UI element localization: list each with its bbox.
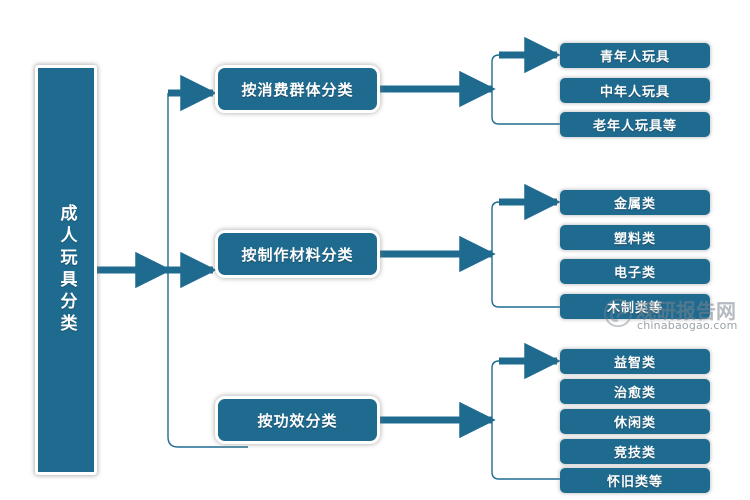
root-node[interactable]: 成人玩具分类 bbox=[35, 65, 97, 475]
leaf-node-2-2-label: 塑料类 bbox=[613, 232, 656, 247]
leaf-node-3-4-label: 竞技类 bbox=[613, 446, 656, 461]
leaf-node-2-3-label: 电子类 bbox=[613, 266, 656, 281]
leaf-node-1-3[interactable]: 老年人玩具等 bbox=[560, 112, 710, 137]
leaf-node-3-2-label: 治愈类 bbox=[613, 386, 656, 401]
leaf-node-2-1-label: 金属类 bbox=[613, 197, 656, 212]
branch-node-3[interactable]: 按功效分类 bbox=[215, 396, 380, 444]
leaf-node-3-5-label: 怀旧类等 bbox=[606, 475, 663, 490]
leaf-node-2-4-label: 木制类等 bbox=[606, 301, 663, 316]
connector-branch-2-spine bbox=[491, 201, 560, 308]
branch-node-2[interactable]: 按制作材料分类 bbox=[215, 230, 380, 278]
leaf-node-1-2[interactable]: 中年人玩具 bbox=[560, 78, 710, 103]
connector-level1-spine bbox=[167, 93, 248, 448]
branch-node-1[interactable]: 按消费群体分类 bbox=[215, 65, 380, 113]
leaf-node-3-1[interactable]: 益智类 bbox=[560, 349, 710, 374]
leaf-node-2-3[interactable]: 电子类 bbox=[560, 259, 710, 284]
leaf-node-2-4[interactable]: 木制类等 bbox=[560, 294, 710, 319]
leaf-node-3-1-label: 益智类 bbox=[613, 356, 656, 371]
leaf-node-3-3-label: 休闲类 bbox=[613, 416, 656, 431]
leaf-node-2-1[interactable]: 金属类 bbox=[560, 190, 710, 215]
branch-node-1-label: 按消费群体分类 bbox=[241, 80, 354, 99]
leaf-node-3-2[interactable]: 治愈类 bbox=[560, 379, 710, 404]
leaf-node-3-4[interactable]: 竞技类 bbox=[560, 439, 710, 464]
branch-node-2-label: 按制作材料分类 bbox=[241, 245, 354, 264]
leaf-node-1-1[interactable]: 青年人玩具 bbox=[560, 43, 710, 68]
leaf-node-1-1-label: 青年人玩具 bbox=[599, 50, 670, 65]
leaf-node-2-2[interactable]: 塑料类 bbox=[560, 225, 710, 250]
leaf-node-3-5[interactable]: 怀旧类等 bbox=[560, 468, 710, 493]
leaf-node-1-2-label: 中年人玩具 bbox=[599, 85, 670, 100]
connector-branch-3-spine bbox=[491, 360, 560, 480]
branch-node-3-label: 按功效分类 bbox=[257, 411, 338, 430]
root-node-label: 成人玩具分类 bbox=[56, 204, 77, 336]
leaf-node-1-3-label: 老年人玩具等 bbox=[592, 119, 677, 134]
connector-branch-1-spine bbox=[491, 54, 560, 125]
leaf-node-3-3[interactable]: 休闲类 bbox=[560, 409, 710, 434]
